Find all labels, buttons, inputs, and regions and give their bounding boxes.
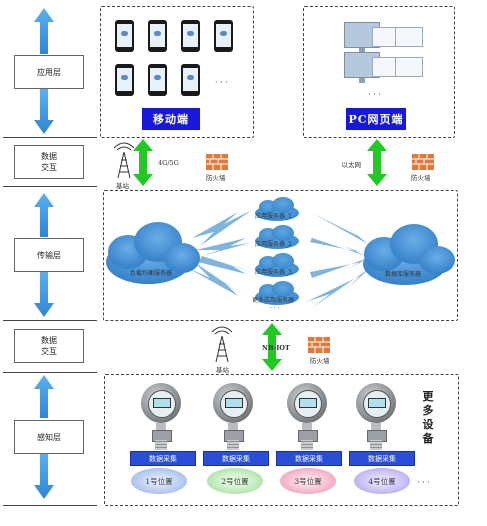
transport-layer-down-arrow [34,271,54,317]
position-1-label: 1号位置 [131,469,187,494]
more-app-servers-label: 更多应用服务器 [252,297,295,304]
app-server-1-label: 应用服务器_1 [255,213,292,220]
position-3-label: 3号位置 [280,469,336,494]
lightning-bolts [188,210,370,308]
firewall-label-right: 防火墙 [411,174,431,182]
base-station-label: 基站 [116,182,129,190]
data-collection-label: 数据采集 [130,451,196,466]
position-oval-2 [207,468,263,494]
green-arrow-pc [367,139,387,186]
layer-separator [3,320,97,321]
phone-icon [115,64,134,96]
position-oval-1 [131,468,187,494]
position-text: 1号位置 [145,477,173,486]
mobile-more-dots: · · · [215,78,228,87]
webpage-icon [395,27,423,47]
pc-web-client-text: PC网页端 [348,113,404,126]
perception-layer-text: 感知层 [37,432,61,442]
mobile-panel [100,6,254,138]
phone-icon [181,20,200,52]
base-station-tower-icon-bottom [211,326,233,363]
position-2-label: 2号位置 [207,469,263,494]
firewall-icon [206,154,228,170]
firewall-label-bottom: 防火墙 [310,357,330,365]
pc-web-client-label: PC网页端 [346,108,406,130]
base-station-tower-icon [113,142,135,179]
ethernet-label: 以太网 [341,161,362,169]
data-collection-text: 数据采集 [368,454,396,463]
data-collection-label: 数据采集 [203,451,269,466]
app-layer-up-arrow [34,8,54,54]
data-exchange-bottom-label: 数据 交互 [14,329,84,363]
perception-layer-label: 感知层 [14,420,84,454]
database-server-label: 数据库服务器 [385,271,422,278]
pc-panel [303,6,455,138]
position-oval-3 [280,468,336,494]
database-cloud-icon [363,224,455,285]
data-collection-text: 数据采集 [222,454,250,463]
position-oval-4 [354,468,410,494]
data-exchange-line2: 交互 [41,347,57,356]
firewall-icon-right [412,154,434,170]
mobile-client-label: 移动端 [142,108,200,130]
phone-icon [148,64,167,96]
position-text: 4号位置 [368,477,396,486]
firewall-label: 防火墙 [206,174,226,182]
transport-layer-label: 传输层 [14,238,84,272]
servers-more-dots: · · · [270,305,280,312]
layer-separator [3,186,97,187]
transport-layer-text: 传输层 [37,250,61,260]
more-devices-char: 设 [422,418,434,431]
phone-icon [181,64,200,96]
more-devices-char: 更 [422,390,434,403]
data-collection-label: 数据采集 [276,451,342,466]
green-arrow-nbiot [262,323,282,371]
app-server-3-label: 应用服务器_3 [255,269,292,276]
green-arrow-mobile [133,139,153,186]
app-server-cloud-icons [255,197,299,305]
base-station-label-bottom: 基站 [216,366,229,374]
devices-more-dots: · · · [417,478,430,487]
load-balancer-label: 负载均衡服务器 [130,270,173,277]
layer-separator [3,137,97,138]
application-layer-label: 应用层 [14,55,84,89]
pc-more-dots: · · · [368,90,381,99]
nbiot-label: NB-IOT [262,344,290,352]
perception-layer-down-arrow [34,453,54,499]
phone-icon [214,20,233,52]
position-4-label: 4号位置 [354,469,410,494]
data-exchange-line1: 数据 [41,152,57,161]
transport-panel [103,190,458,321]
more-devices-char: 备 [422,432,434,445]
position-text: 3号位置 [294,477,322,486]
layer-separator [3,372,97,373]
data-exchange-line2: 交互 [41,163,57,172]
phone-icon [148,20,167,52]
more-devices-char: 多 [422,404,434,417]
data-exchange-top-label: 数据 交互 [14,145,84,179]
data-exchange-line1: 数据 [41,336,57,345]
app-server-2-label: 应用服务器_2 [255,241,292,248]
transport-layer-up-arrow [34,193,54,237]
perception-panel [104,374,459,506]
application-layer-text: 应用层 [37,67,61,77]
perception-layer-up-arrow [34,375,54,418]
layer-separator [3,505,97,506]
data-collection-label: 数据采集 [349,451,415,466]
load-balancer-cloud-icon [106,222,200,284]
firewall-icon-bottom [308,337,330,353]
mobile-client-text: 移动端 [153,113,189,126]
position-text: 2号位置 [221,477,249,486]
data-collection-text: 数据采集 [295,454,323,463]
more-devices-label: 更 多 设 备 [420,390,436,446]
app-layer-down-arrow [34,88,54,134]
phone-icon [115,20,134,52]
data-collection-text: 数据采集 [149,454,177,463]
network-4g5g-label: 4G/5G [158,159,179,167]
webpage-icon [395,57,423,77]
